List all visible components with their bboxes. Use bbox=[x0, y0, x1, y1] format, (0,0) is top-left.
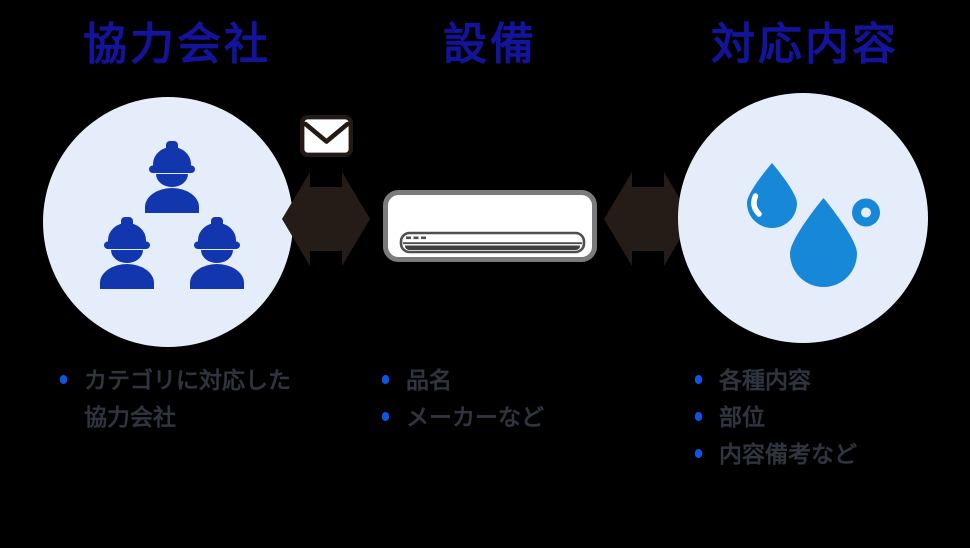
bullet-text: 内容備考など bbox=[719, 441, 857, 467]
bullet-text: 品名 bbox=[406, 367, 452, 393]
column-title-partner-companies: 協力会社 bbox=[83, 20, 271, 69]
left-double-arrow-icon bbox=[282, 172, 370, 266]
right-double-arrow-icon bbox=[604, 172, 692, 266]
column-title-response-content: 対応内容 bbox=[711, 20, 899, 69]
bullet-dot-icon bbox=[382, 375, 389, 384]
response-content-bullet-list: 各種内容 部位 内容備考など bbox=[695, 362, 935, 473]
bullet-text: 各種内容 bbox=[719, 367, 811, 393]
air-conditioner-icon bbox=[383, 190, 597, 262]
list-item: メーカーなど bbox=[382, 399, 622, 436]
partner-companies-circle bbox=[43, 97, 293, 347]
bullet-text: カテゴリに対応した協力会社 bbox=[84, 367, 291, 430]
water-drops-icon bbox=[747, 163, 880, 287]
partner-companies-bullet-list: カテゴリに対応した協力会社 bbox=[60, 362, 320, 436]
workers-icon bbox=[100, 141, 244, 289]
equipment-bullet-list: 品名 メーカーなど bbox=[382, 362, 622, 436]
bullet-text: メーカーなど bbox=[406, 404, 544, 430]
list-item: カテゴリに対応した協力会社 bbox=[60, 362, 320, 436]
list-item: 部位 bbox=[695, 399, 935, 436]
column-title-equipment: 設備 bbox=[443, 20, 537, 69]
response-content-circle bbox=[678, 93, 928, 343]
list-item: 各種内容 bbox=[695, 362, 935, 399]
bullet-dot-icon bbox=[382, 412, 389, 421]
mail-icon bbox=[300, 115, 353, 157]
list-item: 内容備考など bbox=[695, 436, 935, 473]
bullet-dot-icon bbox=[695, 375, 702, 384]
bullet-dot-icon bbox=[60, 375, 67, 384]
list-item: 品名 bbox=[382, 362, 622, 399]
bullet-dot-icon bbox=[695, 449, 702, 458]
bullet-dot-icon bbox=[695, 412, 702, 421]
bullet-text: 部位 bbox=[719, 404, 765, 430]
